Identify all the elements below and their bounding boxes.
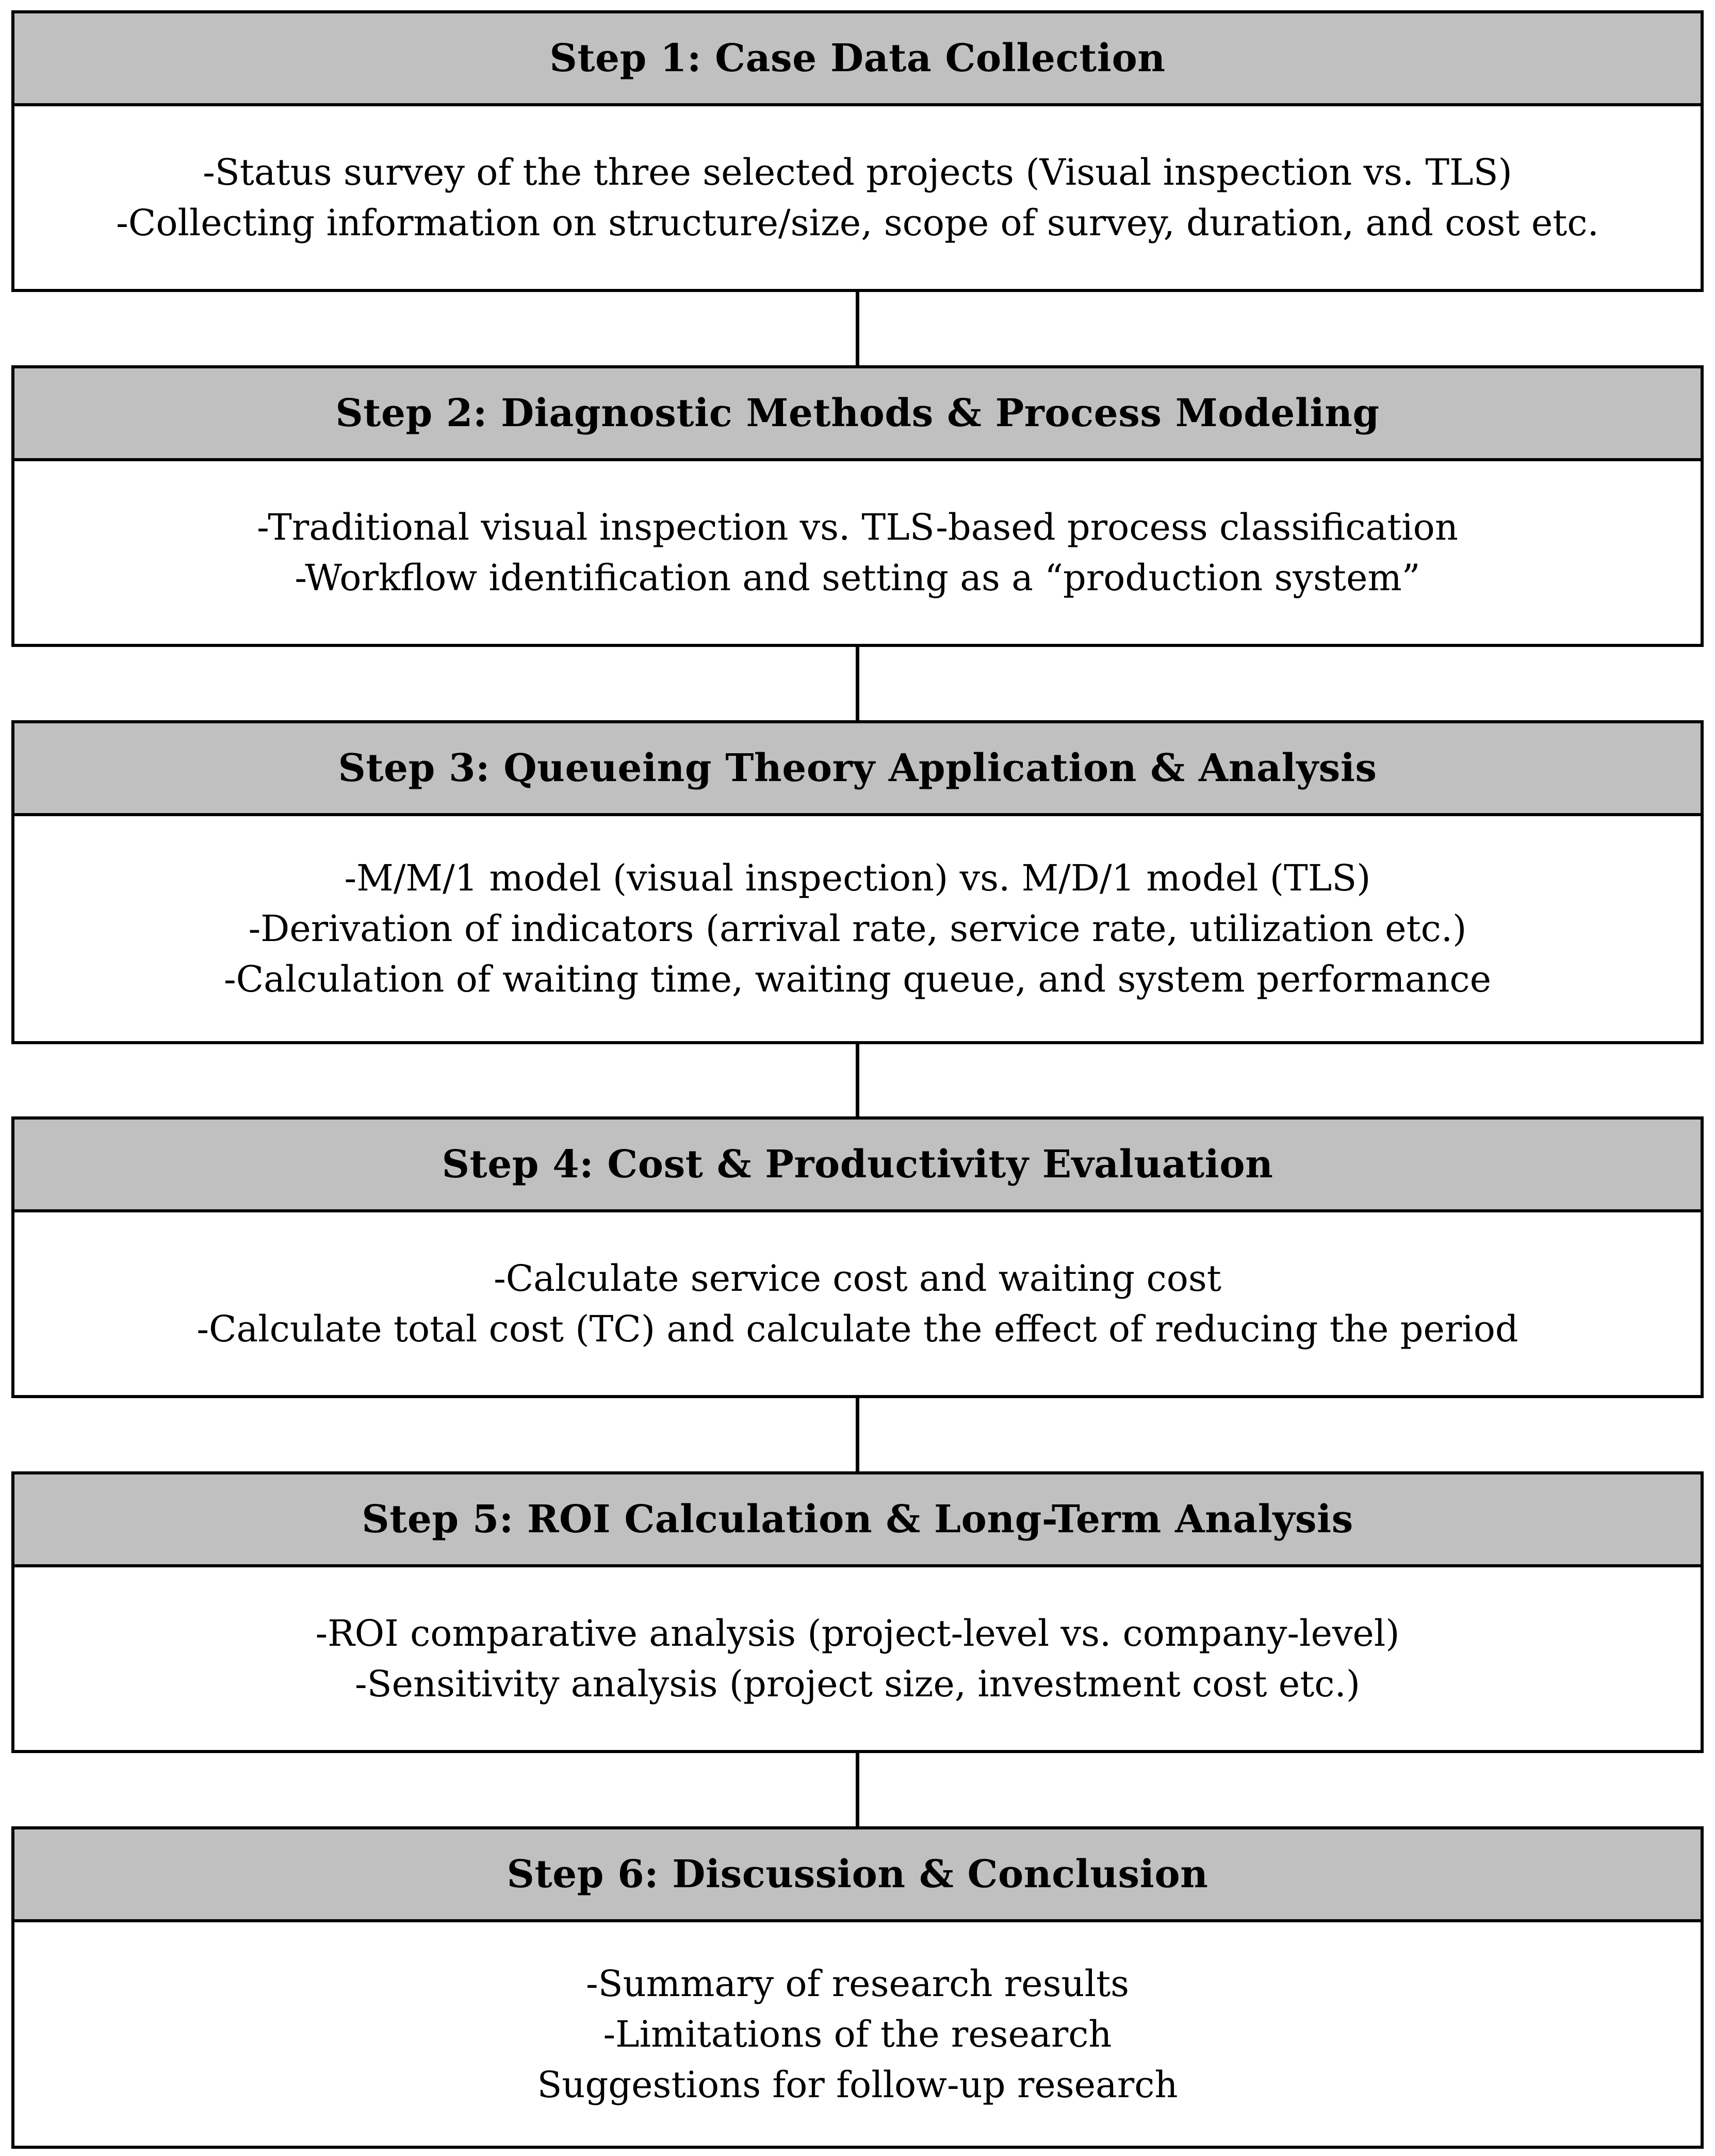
connector-5-6 [856, 1753, 859, 1826]
step-4-line-2: -Calculate total cost (TC) and calculate… [197, 1308, 1518, 1350]
step-2-line-1: -Traditional visual inspection vs. TLS-b… [257, 506, 1458, 548]
step-5-line-2: -Sensitivity analysis (project size, inv… [354, 1663, 1361, 1705]
step-1-line-1: -Status survey of the three selected pro… [203, 151, 1512, 193]
step-3-title: Step 3: Queueing Theory Application & An… [14, 723, 1701, 816]
step-2-line-2: -Workflow identification and setting as … [295, 557, 1420, 599]
step-4-body: -Calculate service cost and waiting cost… [14, 1212, 1701, 1395]
step-2-box: Step 2: Diagnostic Methods & Process Mod… [11, 365, 1704, 647]
step-2-title: Step 2: Diagnostic Methods & Process Mod… [14, 368, 1701, 461]
step-1-box: Step 1: Case Data Collection -Status sur… [11, 10, 1704, 292]
step-6-line-2: -Limitations of the research [603, 2013, 1112, 2055]
connector-2-3 [856, 647, 859, 720]
step-6-title: Step 6: Discussion & Conclusion [14, 1829, 1701, 1922]
step-3-line-1: -M/M/1 model (visual inspection) vs. M/D… [344, 857, 1371, 899]
step-5-title: Step 5: ROI Calculation & Long-Term Anal… [14, 1474, 1701, 1567]
step-4-line-1: -Calculate service cost and waiting cost [494, 1257, 1221, 1300]
connector-1-2 [856, 292, 859, 365]
step-4-box: Step 4: Cost & Productivity Evaluation -… [11, 1116, 1704, 1398]
step-6-box: Step 6: Discussion & Conclusion -Summary… [11, 1826, 1704, 2149]
step-6-line-3: Suggestions for follow-up research [537, 2063, 1178, 2106]
step-3-box: Step 3: Queueing Theory Application & An… [11, 720, 1704, 1044]
step-6-line-1: -Summary of research results [585, 1962, 1130, 2005]
step-3-line-3: -Calculation of waiting time, waiting qu… [223, 958, 1492, 1000]
step-2-body: -Traditional visual inspection vs. TLS-b… [14, 461, 1701, 644]
step-6-body: -Summary of research results -Limitation… [14, 1922, 1701, 2146]
step-5-body: -ROI comparative analysis (project-level… [14, 1567, 1701, 1750]
connector-4-5 [856, 1398, 859, 1471]
connector-3-4 [856, 1044, 859, 1116]
step-3-body: -M/M/1 model (visual inspection) vs. M/D… [14, 816, 1701, 1041]
step-5-box: Step 5: ROI Calculation & Long-Term Anal… [11, 1471, 1704, 1753]
step-4-title: Step 4: Cost & Productivity Evaluation [14, 1120, 1701, 1212]
step-1-line-2: -Collecting information on structure/siz… [116, 202, 1599, 244]
step-3-line-2: -Derivation of indicators (arrival rate,… [248, 907, 1467, 950]
step-1-body: -Status survey of the three selected pro… [14, 106, 1701, 289]
step-1-title: Step 1: Case Data Collection [14, 13, 1701, 106]
step-5-line-1: -ROI comparative analysis (project-level… [315, 1612, 1400, 1655]
